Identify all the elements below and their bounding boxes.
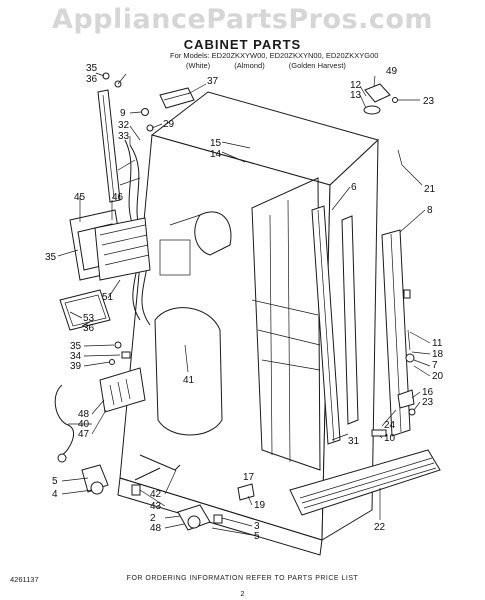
color-variants: (White) (Almond) (Golden Harvest) xyxy=(186,61,485,70)
rollers-and-legs xyxy=(81,454,255,531)
callout-33: 33 xyxy=(118,131,130,142)
callout-29: 29 xyxy=(163,119,175,130)
leader-lines xyxy=(57,72,431,536)
side-small-parts xyxy=(371,289,416,437)
callout-4: 4 xyxy=(52,489,58,500)
callout-35-b: 35 xyxy=(45,252,57,263)
color-white: (White) xyxy=(186,61,211,70)
models-line: For Models: ED20ZKXYW00, ED20ZKXYN00, ED… xyxy=(170,51,379,60)
callout-9: 9 xyxy=(120,108,126,119)
diagram-code: 4261137 xyxy=(10,575,39,584)
callout-37: 37 xyxy=(207,76,219,87)
callout-31: 31 xyxy=(348,436,360,447)
callout-17: 17 xyxy=(243,472,255,483)
callout-34: 34 xyxy=(70,351,82,362)
fastener-set xyxy=(109,341,131,365)
callout-39: 39 xyxy=(70,361,82,372)
callout-46: 46 xyxy=(112,192,124,203)
power-cord xyxy=(54,367,146,463)
color-almond: (Almond) xyxy=(234,61,265,70)
callout-40: 40 xyxy=(78,419,90,430)
callout-numbers: 35 36 37 9 29 32 33 15 14 49 12 13 23 21… xyxy=(45,63,444,542)
callout-10: 10 xyxy=(384,433,396,444)
small-clips xyxy=(141,108,154,132)
top-cap-parts xyxy=(363,83,403,166)
callout-19: 19 xyxy=(254,500,266,511)
top-hinge-bracket xyxy=(159,87,195,109)
callout-42: 42 xyxy=(150,489,162,500)
callout-49: 49 xyxy=(386,66,398,77)
callout-12: 12 xyxy=(350,80,362,91)
callout-3: 3 xyxy=(254,521,260,532)
access-panel xyxy=(59,289,111,331)
door-strips xyxy=(311,205,411,445)
callout-32: 32 xyxy=(118,120,130,131)
callout-23-b: 23 xyxy=(422,397,434,408)
callout-22: 22 xyxy=(374,522,386,533)
callout-14: 14 xyxy=(210,149,222,160)
callout-16: 16 xyxy=(422,387,434,398)
callout-53: 53 xyxy=(83,313,95,324)
callout-48-b: 48 xyxy=(150,523,162,534)
callout-21: 21 xyxy=(424,184,436,195)
callout-6: 6 xyxy=(351,182,357,193)
callout-5-b: 5 xyxy=(254,531,260,542)
callout-35-c: 35 xyxy=(70,341,82,352)
ordering-note: FOR ORDERING INFORMATION REFER TO PARTS … xyxy=(126,575,359,582)
kick-grille xyxy=(289,449,441,516)
callout-51: 51 xyxy=(102,292,114,303)
callout-18: 18 xyxy=(432,349,444,360)
callout-23: 23 xyxy=(423,96,435,107)
callout-36: 36 xyxy=(86,74,98,85)
callout-41: 41 xyxy=(183,375,195,386)
callout-20: 20 xyxy=(432,371,444,382)
page-title: CABINET PARTS xyxy=(183,37,302,52)
callout-15: 15 xyxy=(210,138,222,149)
callout-36-b: 36 xyxy=(83,323,95,334)
left-trim-strip xyxy=(97,72,122,203)
callout-35: 35 xyxy=(86,63,98,74)
callout-47: 47 xyxy=(78,429,90,440)
callout-43: 43 xyxy=(150,501,162,512)
callout-8: 8 xyxy=(427,205,433,216)
callout-48: 48 xyxy=(78,409,90,420)
callout-13: 13 xyxy=(350,90,362,101)
callout-11: 11 xyxy=(432,338,443,349)
callout-24: 24 xyxy=(384,420,396,431)
callout-7: 7 xyxy=(432,360,438,371)
callout-45: 45 xyxy=(74,192,86,203)
control-box xyxy=(69,209,151,281)
page-number: 2 xyxy=(240,589,245,598)
callout-5: 5 xyxy=(52,476,58,487)
watermark-text: AppliancePartsPros.com xyxy=(51,4,434,35)
color-golden-harvest: (Golden Harvest) xyxy=(288,61,346,70)
callout-2: 2 xyxy=(150,513,156,524)
